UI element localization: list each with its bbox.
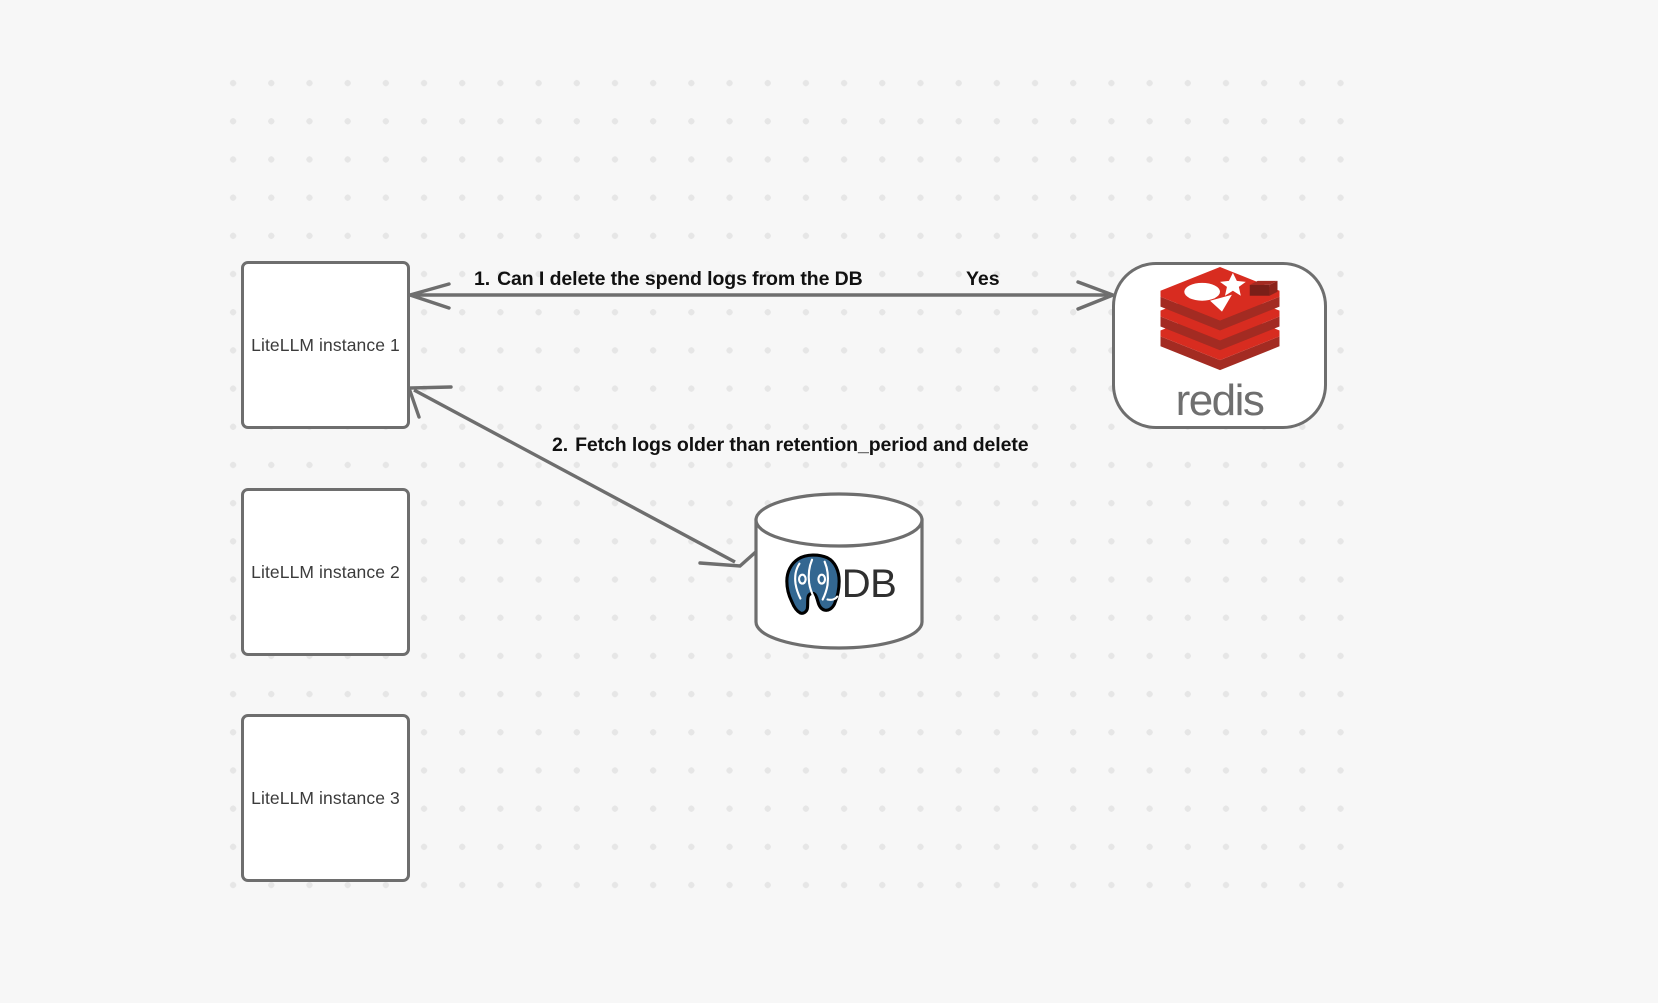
edge-litellm1-db-line	[406, 385, 779, 568]
node-database-label: DB	[841, 561, 897, 606]
node-litellm-instance-3[interactable]: LiteLLM instance 3	[241, 714, 410, 882]
edge-label-step-1-number: 1.	[474, 268, 491, 290]
edge-label-step-1-text: Can I delete the spend logs from the DB	[497, 268, 863, 290]
edge-label-step-2: 2. Fetch logs older than retention_period…	[552, 434, 1029, 457]
node-litellm-instance-1-label: LiteLLM instance 1	[251, 334, 400, 355]
edge-label-step-2-number: 2.	[552, 434, 569, 456]
node-litellm-instance-1[interactable]: LiteLLM instance 1	[241, 261, 410, 429]
edge-label-step-2-text: Fetch logs older than retention_period a…	[575, 434, 1029, 456]
node-litellm-instance-3-label: LiteLLM instance 3	[251, 787, 400, 808]
redis-logo-icon	[1160, 266, 1279, 371]
node-litellm-instance-2[interactable]: LiteLLM instance 2	[241, 488, 410, 656]
node-redis-label: redis	[1175, 376, 1265, 425]
node-database[interactable]: DB	[753, 491, 925, 651]
edge-label-yes: Yes	[966, 268, 1000, 290]
edge-label-step-1: 1. Can I delete the spend logs from the D…	[474, 268, 863, 291]
node-redis[interactable]: redis	[1112, 262, 1327, 429]
node-litellm-instance-2-label: LiteLLM instance 2	[251, 561, 400, 582]
postgresql-elephant-icon	[784, 553, 841, 615]
